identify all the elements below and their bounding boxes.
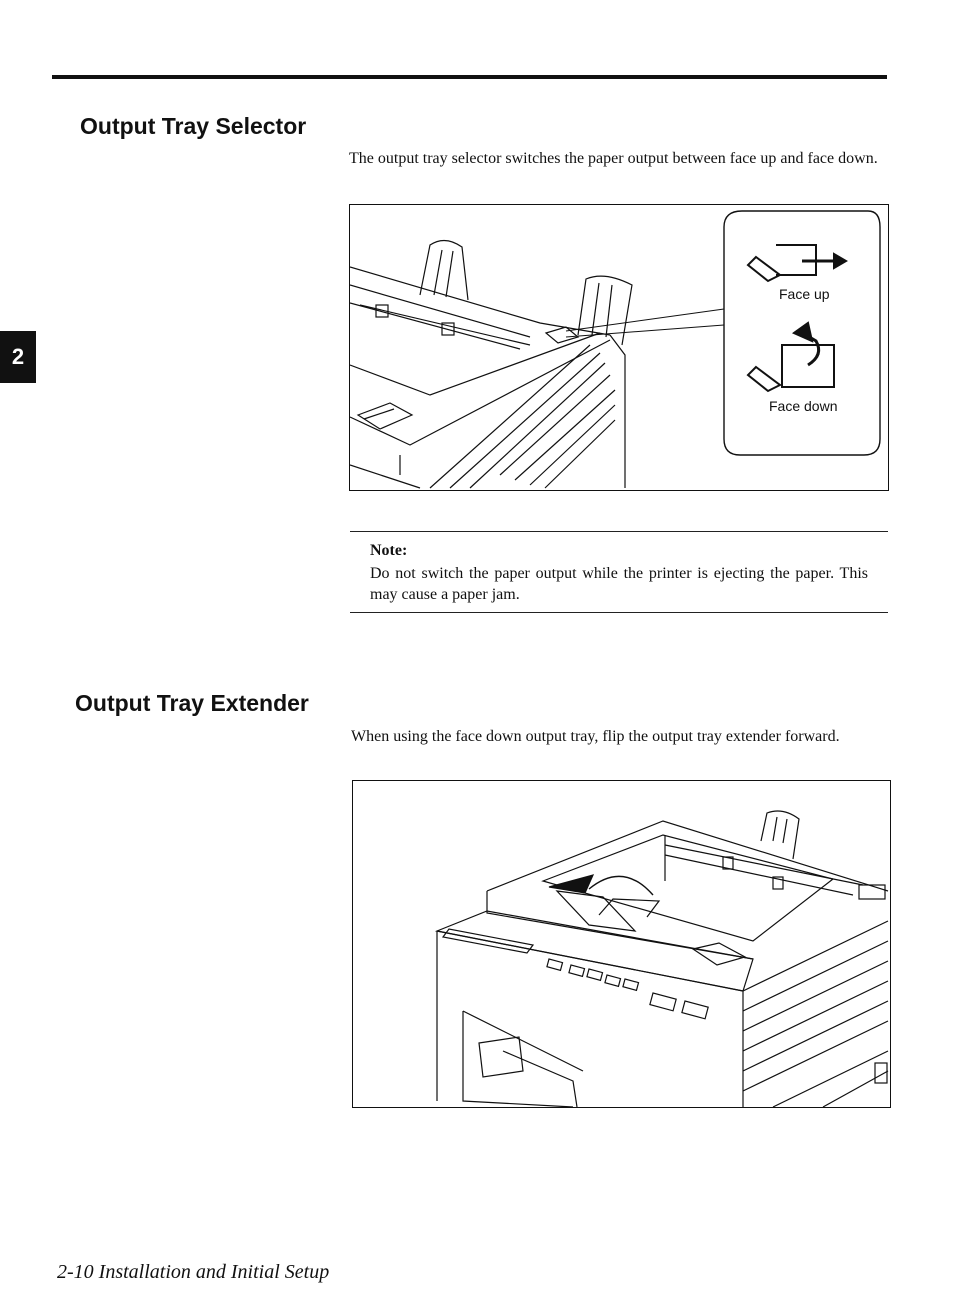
face-down-icon xyxy=(746,321,835,393)
printer-top-illustration xyxy=(350,239,725,489)
note-heading: Note: xyxy=(370,542,408,559)
note-rule-top xyxy=(350,531,888,532)
callout-box xyxy=(723,210,881,456)
section-title-output-tray-selector: Output Tray Selector xyxy=(80,113,307,139)
chapter-tab: 2 xyxy=(0,331,36,383)
figure-output-tray-extender xyxy=(352,780,891,1108)
face-up-icon xyxy=(746,244,848,283)
section-body-extender: When using the face down output tray, fl… xyxy=(351,728,840,745)
printer-front-illustration xyxy=(434,810,889,1107)
page-footer: 2-10 Installation and Initial Setup xyxy=(57,1261,330,1283)
face-down-label: Face down xyxy=(769,398,838,414)
header-rule xyxy=(52,75,887,79)
figure-output-tray-selector: Face up Face down xyxy=(349,204,889,491)
note-rule-bottom xyxy=(350,612,888,613)
face-up-label: Face up xyxy=(779,286,830,302)
section-body-selector: The output tray selector switches the pa… xyxy=(349,150,878,167)
section-title-output-tray-extender: Output Tray Extender xyxy=(75,690,309,716)
note-body: Do not switch the paper output while the… xyxy=(370,565,868,603)
chapter-number: 2 xyxy=(11,344,25,369)
